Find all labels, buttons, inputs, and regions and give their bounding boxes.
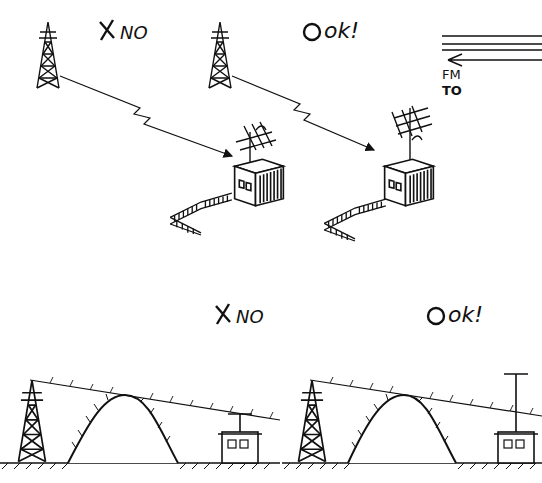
no-mark-label: NO [236,308,264,326]
note-text: TO [442,84,462,97]
ok-mark-label: ok! [448,304,483,326]
no-mark-label: NO [120,24,148,42]
ok-mark-label: ok! [324,20,359,42]
note-text: FM [442,68,461,81]
